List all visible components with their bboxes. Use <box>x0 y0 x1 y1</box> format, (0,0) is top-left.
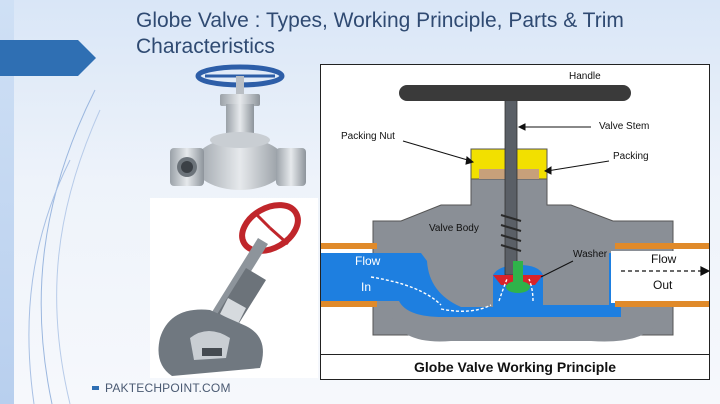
footer-bullet-icon <box>92 386 99 390</box>
valve-body-shape <box>372 174 674 336</box>
valve-cross-section: Handle Valve Stem Packing Nut Packing Va… <box>321 71 709 342</box>
handle-shape <box>399 85 631 101</box>
label-packing: Packing <box>613 151 649 162</box>
outlet-flange-top <box>615 243 709 249</box>
outlet-arrow-icon <box>621 266 709 276</box>
footer-site-link[interactable]: PAKTECHPOINT.COM <box>105 381 231 395</box>
label-valve-body: Valve Body <box>429 223 479 234</box>
leader-lines <box>402 123 610 278</box>
cutaway-valve-photo <box>158 202 301 376</box>
label-valve-stem: Valve Stem <box>599 121 649 132</box>
seat-shape <box>506 281 530 293</box>
label-flow-out-1: Flow <box>651 252 677 266</box>
label-washer: Washer <box>573 249 608 260</box>
label-flow-out-2: Out <box>653 278 673 292</box>
decorative-arrow-icon <box>0 40 101 404</box>
caption-divider <box>321 353 709 355</box>
working-principle-diagram: Handle Valve Stem Packing Nut Packing Va… <box>320 64 710 380</box>
left-accent-bar <box>0 0 14 404</box>
diagram-caption: Globe Valve Working Principle <box>413 359 617 375</box>
label-flow-in-1: Flow <box>355 254 381 268</box>
outlet-flange-bottom <box>615 301 709 307</box>
label-flow-in-2: In <box>361 280 371 294</box>
slide-title: Globe Valve : Types, Working Principle, … <box>136 9 624 58</box>
label-handle: Handle <box>569 71 601 82</box>
footer: PAKTECHPOINT.COM <box>92 381 231 395</box>
inlet-flange-bottom <box>321 301 377 307</box>
globe-valve-photo <box>170 64 306 190</box>
flow-arrows-icon <box>370 276 534 312</box>
cutaway-valve-photo-frame <box>150 198 318 378</box>
inlet-flange-top <box>321 243 377 249</box>
label-packing-nut: Packing Nut <box>341 131 395 142</box>
